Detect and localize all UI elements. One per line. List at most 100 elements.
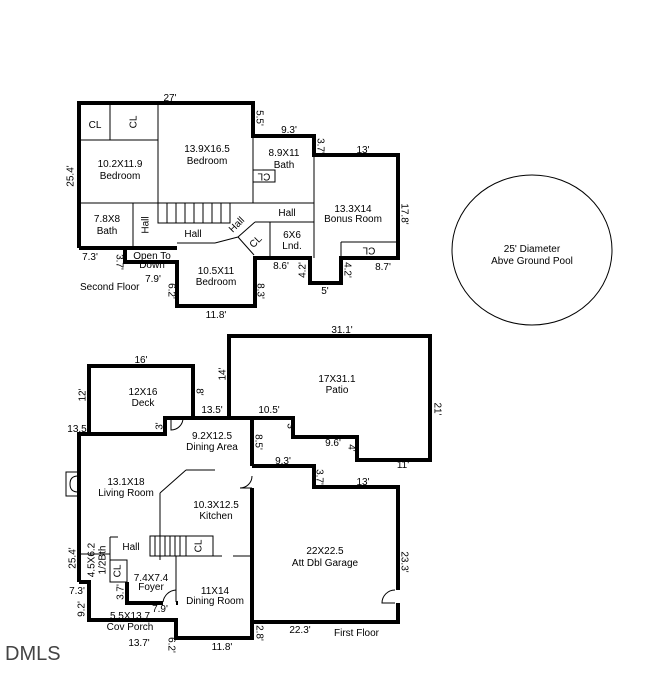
room-size: 4.5X6.2 <box>87 542 98 577</box>
room-size: 8.9X11 <box>269 148 300 159</box>
dimension-label: 3.7' <box>314 138 325 154</box>
room-name: 1/2Bth <box>98 546 109 575</box>
dimension-label: 4.2' <box>341 262 352 278</box>
hall-label: Hall <box>141 216 152 233</box>
dimension-label: 8' <box>193 388 204 396</box>
dimension-label: 13.7' <box>128 638 149 649</box>
second-floor-interior-walls <box>79 103 398 258</box>
room-name: Att Dbl Garage <box>292 558 359 569</box>
dimension-label: 13.5' <box>201 405 222 416</box>
dimension-label: 27' <box>163 93 176 104</box>
dimension-label: 9.3' <box>275 456 291 467</box>
room-name: Patio <box>326 385 349 396</box>
open-to-down-label: Down <box>139 260 165 271</box>
dimension-label: 25.4' <box>68 547 79 568</box>
dimension-label: 11.8' <box>206 310 227 321</box>
room-name: Foyer <box>138 582 164 593</box>
first-floor: 12X16 Deck 17X31.1 Patio 9.2X12.5 Dining… <box>65 325 442 653</box>
dimension-label: 4' <box>345 444 356 452</box>
room-name: Living Room <box>98 488 154 499</box>
closet-label: CL <box>194 539 205 552</box>
dimension-label: 21' <box>431 402 442 415</box>
dimension-label: 3' <box>284 423 295 431</box>
room-name: Lnd. <box>282 241 301 252</box>
dimension-label: 25.4' <box>66 165 77 186</box>
dimension-label: 5.5' <box>253 110 264 126</box>
dimension-label: 17.8' <box>398 203 409 224</box>
pool-label: Abve Ground Pool <box>491 256 573 267</box>
first-floor-labels: 12X16 Deck 17X31.1 Patio 9.2X12.5 Dining… <box>87 374 380 639</box>
room-name: Kitchen <box>199 511 232 522</box>
second-floor-dimensions: 27' 25.4' 5.5' 9.3' 3.7' 13' 17.8' 8.7' … <box>66 93 410 321</box>
dimension-label: 11.8' <box>212 642 233 653</box>
dimension-label: 4.2' <box>298 262 309 278</box>
dimension-label: 7.3' <box>69 586 85 597</box>
dimension-label: 8.3' <box>254 283 265 299</box>
closet-label: CL <box>248 233 265 250</box>
dimension-label: 13.5 <box>67 424 87 435</box>
first-floor-exterior-walls <box>77 334 432 640</box>
closet-label: CL <box>89 120 102 131</box>
dimension-label: 3.7' <box>313 469 324 485</box>
pool-label: 25' Diameter <box>504 244 561 255</box>
second-floor: CL CL 10.2X11.9 Bedroom 13.9X16.5 Bedroo… <box>66 93 410 321</box>
dimension-label: 23.3' <box>398 551 409 572</box>
dimension-label: 14' <box>218 367 229 380</box>
hall-label: Hall <box>184 229 201 240</box>
dimension-label: 8.5' <box>252 434 263 450</box>
floor-caption: Second Floor <box>80 282 140 293</box>
room-name: Dining Area <box>186 442 238 453</box>
closet-label: CL <box>257 170 270 181</box>
room-size: 9.2X12.5 <box>192 431 232 442</box>
room-size: 10.5X11 <box>198 266 235 277</box>
dimension-label: 9.3' <box>281 125 297 136</box>
dimension-label: 8.6' <box>273 261 289 272</box>
dimension-label: 6.2' <box>165 283 176 299</box>
second-floor-labels: CL CL 10.2X11.9 Bedroom 13.9X16.5 Bedroo… <box>80 115 382 293</box>
room-size: 7.4X7.4 <box>134 573 169 584</box>
pool: 25' Diameter Abve Ground Pool <box>451 174 613 326</box>
room-size: 17X31.1 <box>318 374 356 385</box>
room-name: Bath <box>274 160 295 171</box>
first-floor-dimensions: 16' 12' 8' 14' 31.1' 21' 11' 4' 9.6' 3' … <box>67 325 442 653</box>
room-name: Cov Porch <box>107 622 154 633</box>
room-size: 13.1X18 <box>107 477 145 488</box>
room-name: Bath <box>97 226 118 237</box>
room-name: Deck <box>132 398 156 409</box>
dimension-label: 13' <box>356 477 369 488</box>
dimension-label: 22.3' <box>289 625 310 636</box>
closet-label: CL <box>113 564 124 577</box>
room-name: Bonus Room <box>324 214 382 225</box>
room-size: 13.9X16.5 <box>184 144 230 155</box>
second-floor-exterior-walls <box>77 101 400 308</box>
closet-label: CL <box>129 115 140 128</box>
dimension-label: 5' <box>321 286 329 297</box>
room-size: 6X6 <box>283 230 301 241</box>
dimension-label: 9.6' <box>325 438 341 449</box>
dimension-label: 7.9' <box>152 604 168 615</box>
dimension-label: 10.5' <box>258 405 279 416</box>
dimension-label: 3' <box>155 422 166 430</box>
room-size: 7.8X8 <box>94 214 121 225</box>
hall-label: Hall <box>122 542 139 553</box>
closet-label: CL <box>362 244 375 255</box>
dimension-label: 8.7' <box>375 262 391 273</box>
room-size: 10.2X11.9 <box>98 159 143 170</box>
room-name: Bedroom <box>100 171 141 182</box>
first-floor-interior-walls <box>65 417 396 604</box>
dimension-label: 6.2' <box>165 637 176 653</box>
dimension-label: 31.1' <box>331 325 352 336</box>
dimension-label: 7.9' <box>145 274 161 285</box>
floor-caption: First Floor <box>334 628 380 639</box>
room-size: 13.3X14 <box>334 204 372 215</box>
room-size: 22X22.5 <box>306 546 344 557</box>
dimension-label: 11' <box>397 460 409 471</box>
dimension-label: 9.2' <box>77 601 88 617</box>
dimension-label: 16' <box>134 355 147 366</box>
room-name: Dining Room <box>186 596 244 607</box>
room-size: 10.3X12.5 <box>193 500 239 511</box>
dimension-label: 7.3' <box>82 252 98 263</box>
room-name: Bedroom <box>187 156 228 167</box>
room-size: 12X16 <box>129 387 158 398</box>
